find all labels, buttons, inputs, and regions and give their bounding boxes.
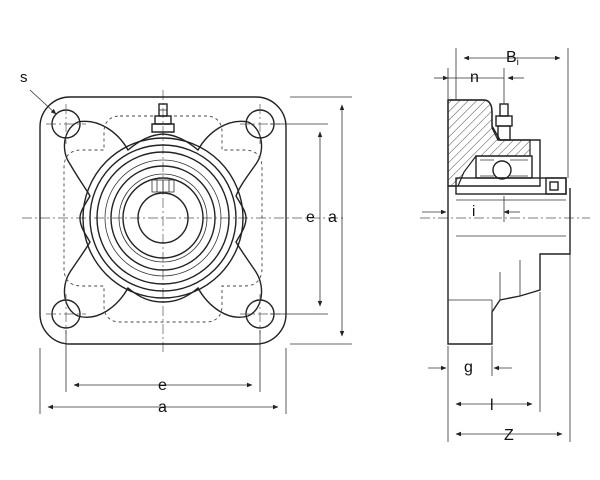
grease-nipple-side-icon <box>495 103 513 141</box>
dim-g <box>428 346 512 376</box>
dim-e-vertical <box>270 123 328 315</box>
collar <box>545 177 567 195</box>
label-z: Z <box>504 427 514 444</box>
side-view: Bi n i g l <box>420 48 590 444</box>
bearing-outer-ring <box>475 155 533 179</box>
housing-hatched-section <box>447 99 531 187</box>
label-n: n <box>470 69 479 86</box>
dim-z <box>447 254 571 442</box>
housing-lower-body <box>447 186 571 345</box>
label-l: l <box>490 397 494 414</box>
dim-B <box>455 48 569 178</box>
label-e-vertical: e <box>306 209 315 226</box>
dim-l <box>447 292 541 412</box>
grease-nipple-icon <box>151 103 175 133</box>
label-a-horizontal: a <box>158 399 167 416</box>
dim-i <box>422 196 520 222</box>
flange-outline <box>39 96 287 345</box>
hidden-cavity-outline <box>63 115 263 323</box>
label-i: i <box>472 203 475 220</box>
dim-a-vertical <box>290 96 352 345</box>
label-s: s <box>20 69 28 86</box>
bearing-ball <box>492 160 512 180</box>
label-a-vertical: a <box>328 209 337 226</box>
dim-n <box>434 68 524 104</box>
label-e-horizontal: e <box>158 377 167 394</box>
dim-e-horizontal <box>65 330 261 392</box>
bolt-hole-top-left <box>46 104 86 144</box>
bearing-rings <box>82 137 244 299</box>
dim-a-horizontal <box>39 348 287 414</box>
flange-lobe-profile <box>63 120 263 318</box>
label-g: g <box>464 359 473 376</box>
bolt-hole-bottom-left <box>46 294 86 334</box>
front-view: s e a e a <box>20 69 352 416</box>
label-B: Bi <box>506 49 519 68</box>
leader-s <box>29 89 57 115</box>
shaft-bore <box>137 192 189 244</box>
